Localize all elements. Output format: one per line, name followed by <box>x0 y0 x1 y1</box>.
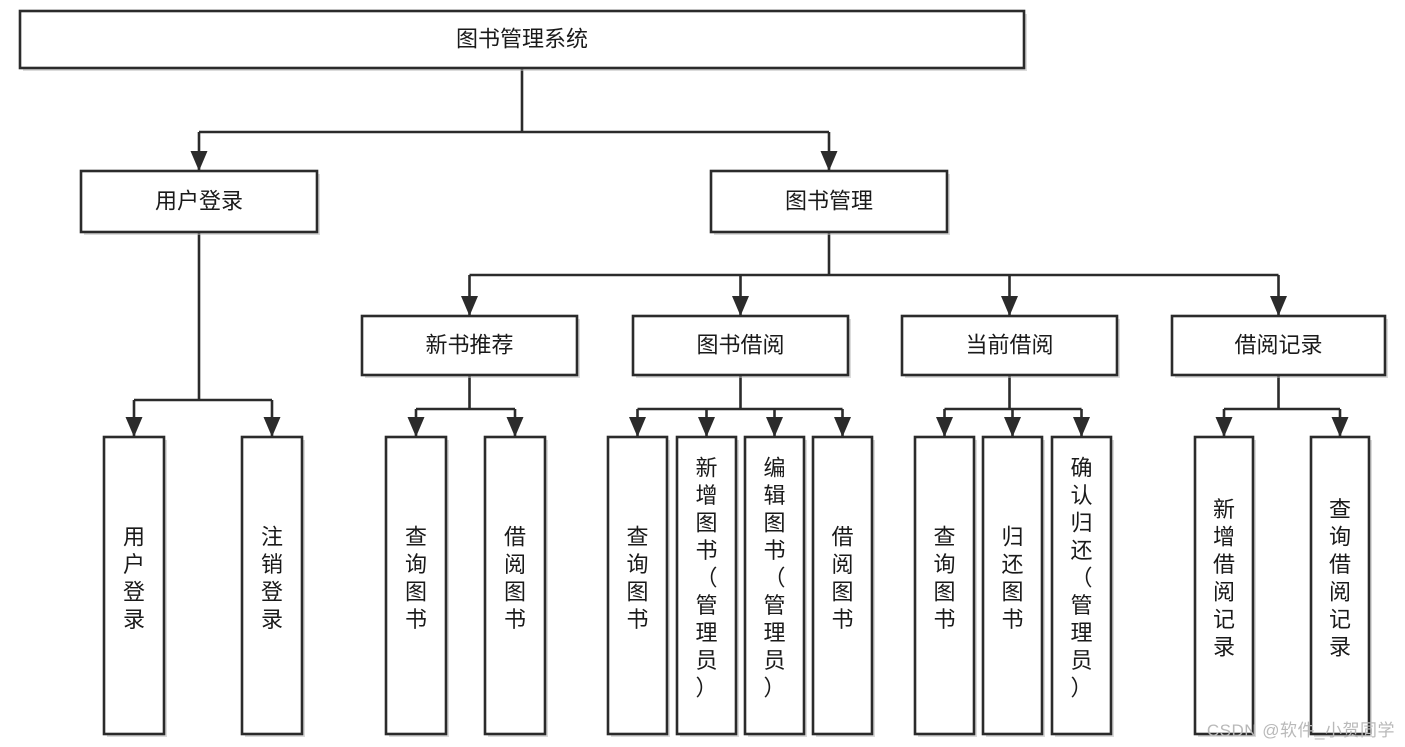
node-label: 图书管理 <box>785 188 873 213</box>
node-leaf-query-book-recommend[interactable]: 查询图书 <box>384 435 449 737</box>
node-rect[interactable] <box>18 9 1026 70</box>
arrow-head-icon-leaf-user-login <box>125 417 143 437</box>
node-leaf-query-borrow-record[interactable]: 查询借阅记录 <box>1309 435 1372 737</box>
arrow-head-icon-leaf-logout-login <box>263 417 281 437</box>
node-rect[interactable] <box>981 435 1044 736</box>
node-leaf-confirm-return-admin[interactable]: 确认归还（管理员） <box>1050 435 1114 737</box>
node-label: 图书管理系统 <box>456 26 588 51</box>
node-label: 注销登录 <box>261 524 283 632</box>
node-rect[interactable] <box>384 435 448 736</box>
node-leaf-borrow-book-recommend[interactable]: 借阅图书 <box>483 435 548 737</box>
node-current-borrow[interactable]: 当前借阅 <box>900 314 1120 378</box>
arrow-head-icon-book-borrow <box>732 296 749 316</box>
node-new-book-recommend[interactable]: 新书推荐 <box>360 314 580 378</box>
node-rect[interactable] <box>675 435 738 736</box>
node-rect[interactable] <box>631 314 850 377</box>
node-rect[interactable] <box>1193 435 1255 736</box>
node-rect[interactable] <box>913 435 976 736</box>
node-rect[interactable] <box>900 314 1119 377</box>
arrow-head-icon-leaf-query-book-current <box>936 417 953 437</box>
node-label: 借阅图书 <box>831 524 853 632</box>
arrow-head-icon-leaf-borrow-book <box>834 417 851 437</box>
node-leaf-logout-login[interactable]: 注销登录 <box>240 435 305 737</box>
node-label: 新书推荐 <box>425 332 513 357</box>
node-rect[interactable] <box>709 169 949 234</box>
arrow-head-icon-leaf-query-book-recommend <box>407 417 425 437</box>
connector-layer <box>125 68 1349 437</box>
node-label: 查询图书 <box>626 524 648 632</box>
node-leaf-user-login[interactable]: 用户登录 <box>102 435 167 737</box>
node-leaf-add-borrow-record[interactable]: 新增借阅记录 <box>1193 435 1256 737</box>
arrow-head-icon-leaf-add-borrow-record <box>1215 417 1233 437</box>
node-user-login[interactable]: 用户登录 <box>79 169 320 235</box>
node-rect[interactable] <box>811 435 874 736</box>
node-root[interactable]: 图书管理系统 <box>18 9 1027 71</box>
node-label: 查询借阅记录 <box>1329 497 1351 660</box>
node-label: 当前借阅 <box>965 332 1053 357</box>
node-label: 查询图书 <box>405 524 427 632</box>
node-layer: 图书管理系统用户登录图书管理新书推荐图书借阅当前借阅借阅记录用户登录注销登录查询… <box>18 9 1388 737</box>
node-label: 新增图书（管理员） <box>695 456 717 701</box>
node-label: 用户登录 <box>155 188 243 213</box>
node-leaf-edit-book-admin[interactable]: 编辑图书（管理员） <box>743 435 807 737</box>
arrow-head-icon-borrow-records <box>1270 296 1287 316</box>
node-leaf-query-book-borrow[interactable]: 查询图书 <box>606 435 670 737</box>
node-label: 确认归还（管理员） <box>1070 456 1092 701</box>
node-leaf-add-book-admin[interactable]: 新增图书（管理员） <box>675 435 739 737</box>
node-label: 用户登录 <box>123 524 145 632</box>
node-book-management[interactable]: 图书管理 <box>709 169 950 235</box>
node-rect[interactable] <box>483 435 547 736</box>
node-rect[interactable] <box>606 435 669 736</box>
node-rect[interactable] <box>102 435 166 736</box>
node-label: 借阅图书 <box>504 524 526 632</box>
node-borrow-records[interactable]: 借阅记录 <box>1170 314 1388 378</box>
node-rect[interactable] <box>1050 435 1113 736</box>
arrow-head-icon-new-book-recommend <box>461 296 478 316</box>
arrow-head-icon-current-borrow <box>1001 296 1018 316</box>
node-rect[interactable] <box>79 169 319 234</box>
arrow-head-icon-leaf-edit-book-admin <box>766 417 783 437</box>
node-rect[interactable] <box>743 435 806 736</box>
node-rect[interactable] <box>1309 435 1371 736</box>
node-label: 归还图书 <box>1001 524 1023 632</box>
node-label: 图书借阅 <box>696 332 784 357</box>
arrow-head-icon-leaf-return-book <box>1004 417 1021 437</box>
arrow-head-icon-leaf-query-book-borrow <box>629 417 646 437</box>
node-rect[interactable] <box>240 435 304 736</box>
node-rect[interactable] <box>360 314 579 377</box>
node-label: 查询图书 <box>933 524 955 632</box>
node-label: 借阅记录 <box>1234 332 1322 357</box>
arrow-head-icon-leaf-add-book-admin <box>698 417 715 437</box>
node-book-borrow[interactable]: 图书借阅 <box>631 314 851 378</box>
arrow-head-icon-leaf-borrow-book-recommend <box>506 417 524 437</box>
node-leaf-borrow-book[interactable]: 借阅图书 <box>811 435 875 737</box>
arrow-head-icon-leaf-query-borrow-record <box>1331 417 1349 437</box>
node-label: 编辑图书（管理员） <box>763 456 785 701</box>
arrow-head-icon-leaf-confirm-return-admin <box>1073 417 1090 437</box>
node-leaf-query-book-current[interactable]: 查询图书 <box>913 435 977 737</box>
arrow-head-icon-book-management <box>820 151 838 171</box>
node-rect[interactable] <box>1170 314 1387 377</box>
csdn-watermark: CSDN @软件_小贺同学 <box>1206 721 1395 740</box>
node-label: 新增借阅记录 <box>1213 497 1235 660</box>
node-leaf-return-book[interactable]: 归还图书 <box>981 435 1045 737</box>
arrow-head-icon-user-login <box>190 151 208 171</box>
